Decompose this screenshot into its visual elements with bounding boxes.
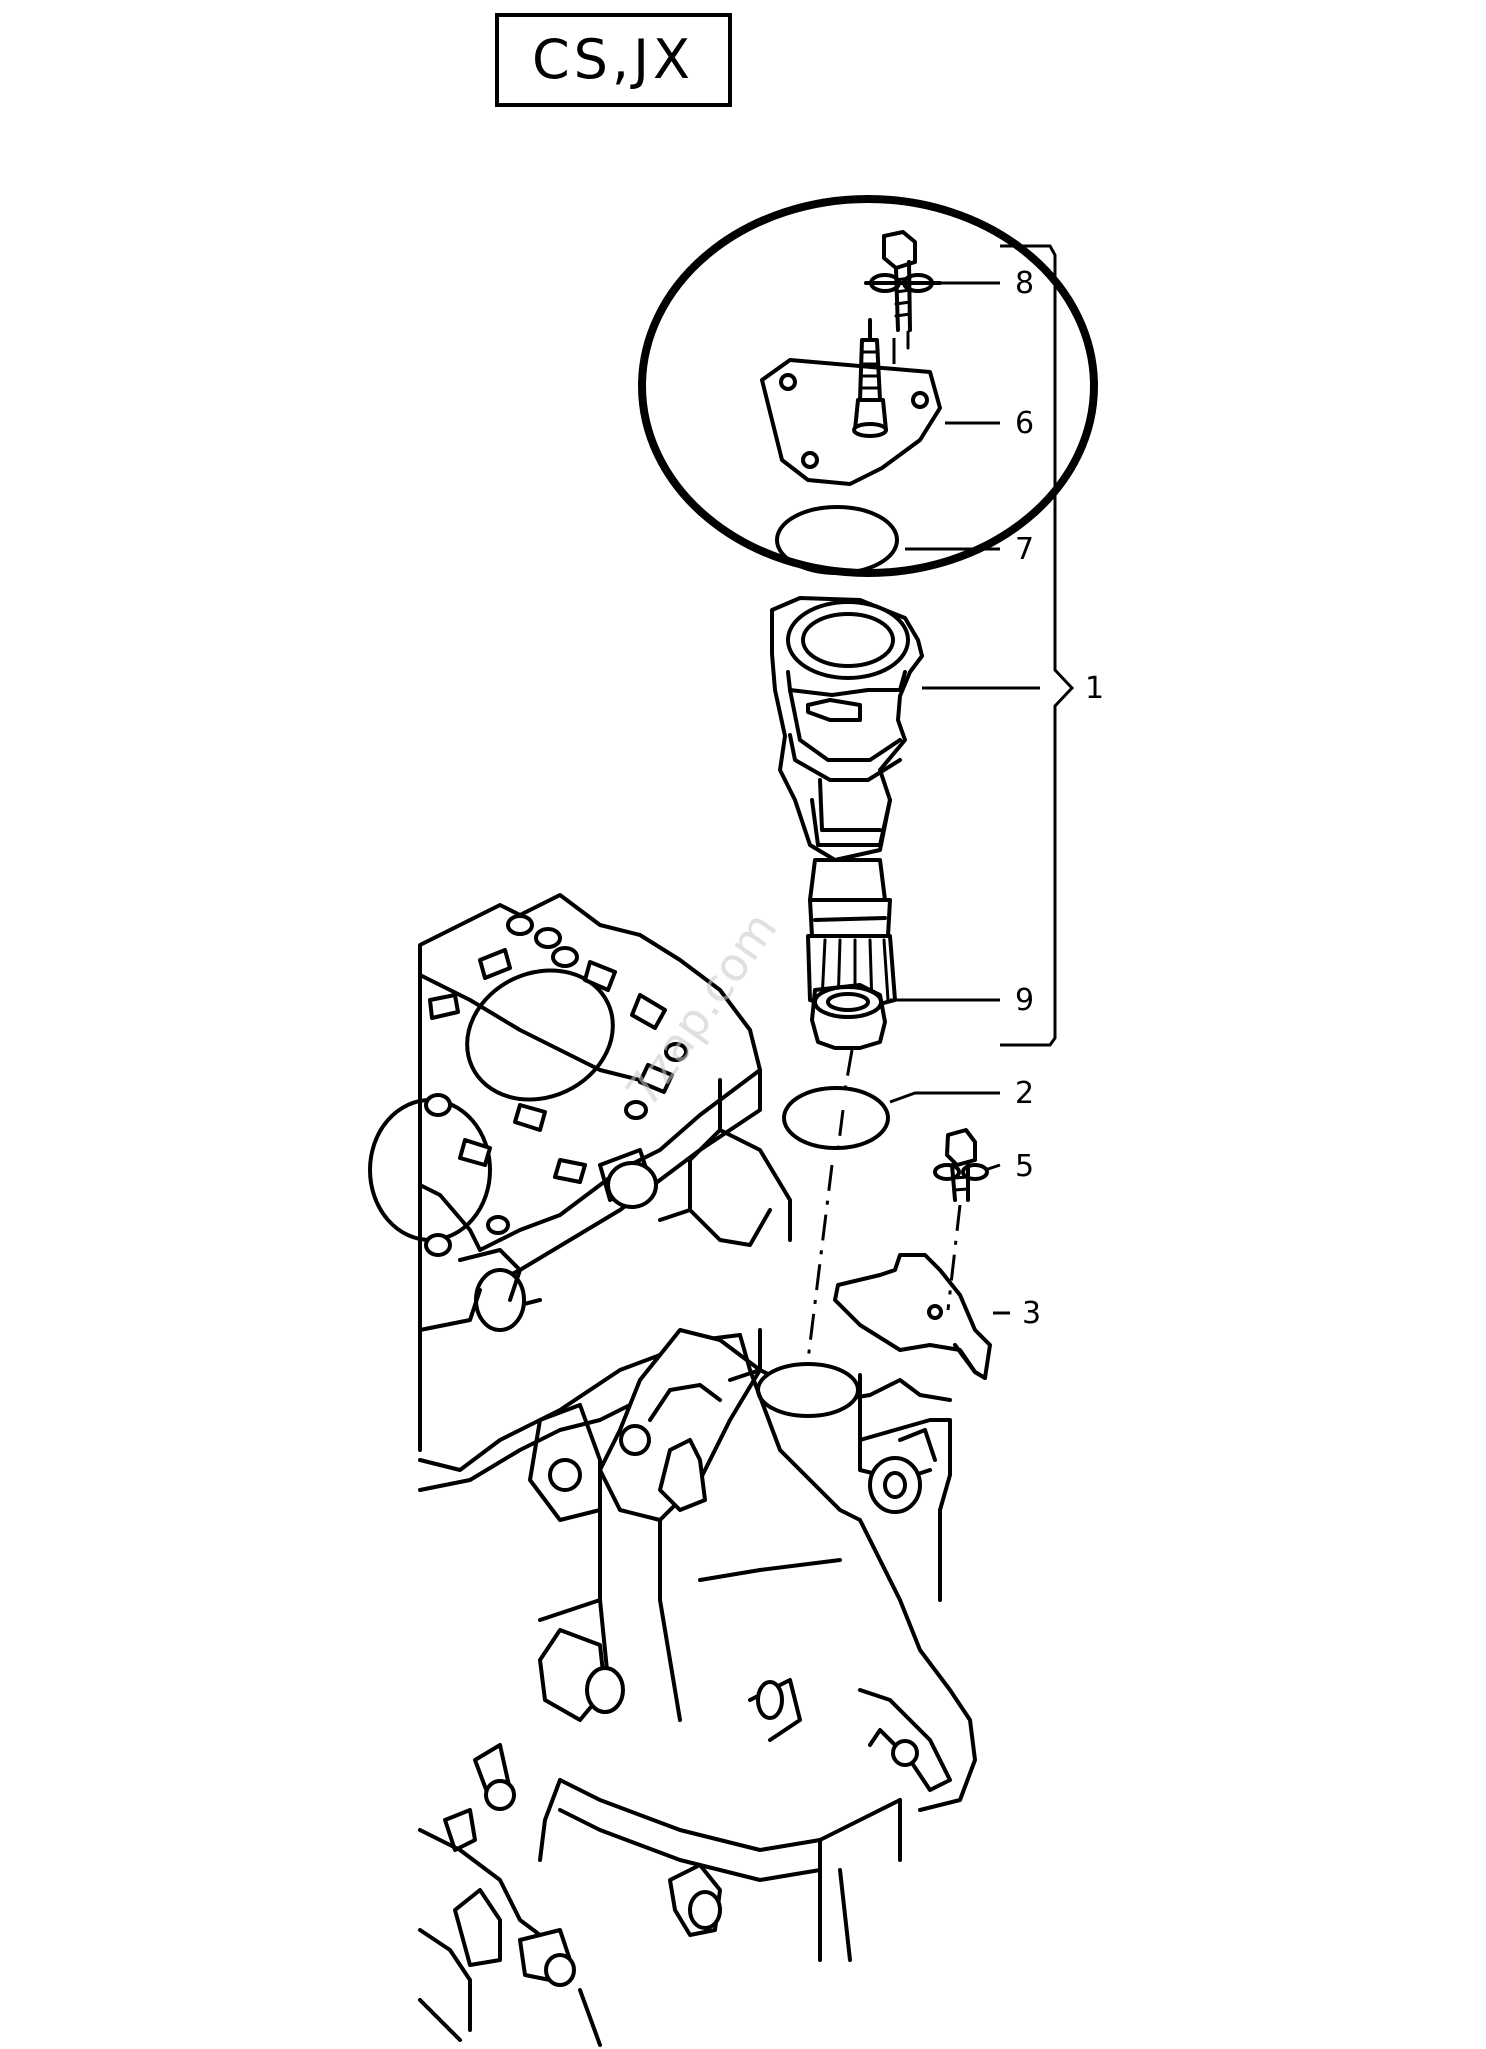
variant-label-box: CS,JX [495,13,732,107]
part-oring-7 [775,505,899,575]
part-housing-1 [770,596,924,1010]
part-bracket-3 [833,1253,992,1380]
callout-leaders [889,244,1075,1315]
highlight-circle [638,195,1098,577]
callout-3: 3 [1022,1296,1041,1331]
part-bushing-9 [810,983,887,1050]
variant-label: CS,JX [532,28,694,91]
callout-7: 7 [1015,532,1034,567]
engine-block [368,893,977,2047]
callout-5: 5 [1015,1149,1034,1184]
part-cover-plate-6 [760,318,942,486]
callout-8: 8 [1015,266,1034,301]
centerline-bolt5 [946,1204,962,1311]
part-bolt-8 [864,230,942,332]
part-bolt-5 [933,1128,989,1202]
callout-1: 1 [1085,671,1104,706]
callout-9: 9 [1015,983,1034,1018]
centerline-main [806,1049,854,1361]
callout-6: 6 [1015,406,1034,441]
callout-2: 2 [1015,1076,1034,1111]
part-oring-2 [782,1086,890,1150]
